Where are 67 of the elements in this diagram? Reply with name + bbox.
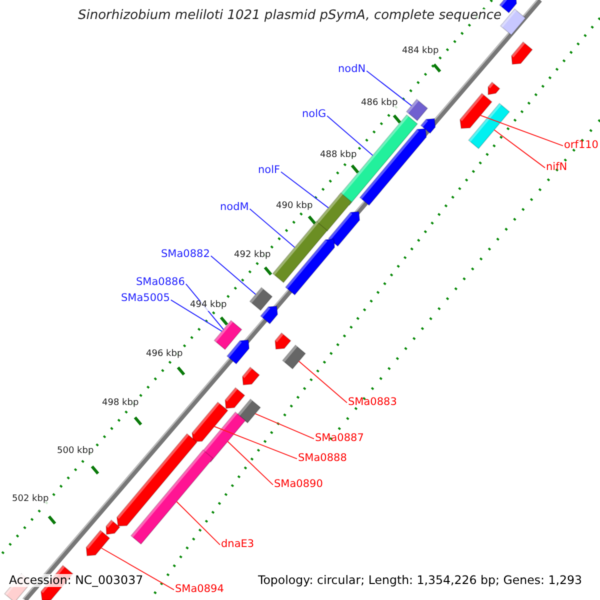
position-label: 492 kbp: [234, 251, 271, 261]
gene-feature: [488, 81, 500, 96]
gene-feature: [328, 211, 360, 247]
leader-line: [249, 208, 296, 248]
gene-label: nodM: [220, 202, 249, 214]
gene-feature: [274, 332, 292, 350]
leader-line: [210, 255, 256, 295]
leader-line: [176, 501, 220, 546]
leader-line: [326, 115, 374, 156]
gene-label: SMa0894: [175, 584, 224, 596]
position-label: 484 kbp: [402, 47, 439, 57]
gene-label: SMa0883: [348, 397, 397, 409]
leader-line: [254, 413, 314, 440]
position-label: 500 kbp: [57, 447, 94, 457]
gene-feature: [236, 398, 262, 424]
gene-feature: [316, 192, 352, 232]
gene-label: nolF: [258, 165, 280, 177]
gene-feature: [226, 340, 250, 365]
leader-line: [227, 441, 274, 486]
position-label: 490 kbp: [276, 202, 313, 212]
info-text: Topology: circular; Length: 1,354,226 bp; Genes: 1,293: [258, 574, 582, 587]
leader-line: [366, 70, 412, 106]
gene-feature: [460, 92, 493, 129]
gene-label: nifN: [546, 162, 568, 174]
leader-line: [100, 548, 174, 590]
position-label: 494 kbp: [190, 301, 227, 311]
gene-feature: [511, 41, 534, 65]
gene-label: SMa0888: [298, 453, 347, 465]
gene-feature: [192, 402, 228, 442]
gene-feature: [272, 220, 328, 284]
gene-label: SMa0890: [274, 479, 323, 491]
gene-feature: [224, 387, 246, 409]
gene-label: dnaE3: [221, 539, 254, 551]
leader-line: [280, 171, 329, 208]
position-label: 486 kbp: [361, 99, 398, 109]
position-label: 496 kbp: [146, 350, 183, 360]
gene-feature: [242, 366, 260, 386]
gene-feature: [420, 118, 436, 134]
gene-label: orf110: [564, 140, 598, 152]
gene-feature: [468, 102, 510, 150]
gene-label: SMa0886: [136, 277, 185, 289]
gene-label: SMa0887: [315, 433, 364, 445]
gene-feature: [106, 519, 120, 535]
gene-feature: [500, 8, 526, 36]
gene-feature: [214, 320, 242, 350]
leader-line: [170, 299, 222, 332]
leader-line: [480, 114, 564, 146]
gene-feature: [406, 98, 428, 122]
gene-feature: [249, 286, 273, 312]
gene-feature: [282, 344, 306, 370]
position-label: 498 kbp: [102, 399, 139, 409]
gene-feature: [498, 0, 518, 14]
gene-feature: [116, 433, 198, 527]
leader-line: [298, 360, 348, 404]
gene-feature: [359, 128, 427, 206]
gene-feature: [260, 306, 278, 324]
gene-feature: [130, 449, 214, 545]
gene-label: SMa0882: [161, 249, 210, 261]
gene-label: SMa5005: [121, 293, 170, 305]
leader-line: [494, 129, 546, 168]
leader-line: [214, 426, 298, 460]
position-label: 488 kbp: [320, 151, 357, 161]
gene-feature: [284, 238, 336, 296]
gene-feature: [86, 530, 110, 556]
gene-label: nolG: [302, 109, 326, 121]
gene-label: nodN: [338, 64, 366, 76]
position-label: 502 kbp: [12, 495, 49, 505]
